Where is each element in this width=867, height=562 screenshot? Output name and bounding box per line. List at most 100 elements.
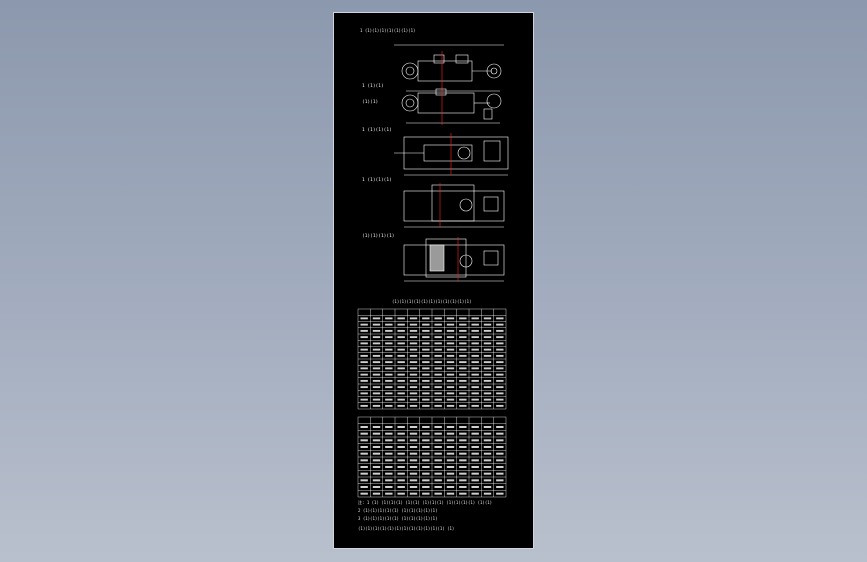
spec-table-2-cell-text <box>397 486 405 488</box>
spec-table-1-cell-text <box>496 348 504 351</box>
spec-table-2-cell-text <box>446 472 455 475</box>
spec-table-1-cell-text <box>483 336 492 339</box>
view-1-cylinder-barrel <box>417 60 473 82</box>
spec-table-1-cell-text <box>459 329 467 332</box>
spec-table-2-cell-text <box>360 426 368 428</box>
spec-table-2-cell-text <box>422 486 430 488</box>
spec-table-1-cell-text <box>372 317 381 320</box>
spec-table-2-cell-text <box>360 492 368 495</box>
spec-table-2-cell-text <box>434 492 442 495</box>
spec-table-2-cell-text <box>483 492 492 495</box>
spec-table-2-cell-text <box>471 492 479 495</box>
spec-table-1-cell-text <box>385 386 393 389</box>
spec-table-2-cell-text <box>459 472 467 475</box>
spec-table-1-cell-text <box>397 329 405 332</box>
spec-table-1-cell-text <box>409 386 418 389</box>
spec-table-1-cell-text <box>483 329 492 332</box>
spec-table-2-cell-text <box>471 452 479 455</box>
spec-table-2-cell-text <box>483 439 492 442</box>
spec-table-1-cell-text <box>434 398 442 401</box>
spec-table-2-cell-text <box>459 492 467 495</box>
spec-table-1-cell-text <box>446 342 455 345</box>
spec-table-1-cell-text <box>372 323 381 326</box>
spec-table-1-cell-text <box>372 398 381 401</box>
spec-table-1-cell-text <box>483 348 492 351</box>
spec-table-2-cell-text <box>483 486 492 488</box>
spec-table-2-cell-text <box>471 472 479 475</box>
view-1-front-eye <box>486 63 502 79</box>
spec-table-1-cell-text <box>422 317 430 320</box>
spec-table-1-cell-text <box>360 392 368 395</box>
spec-table-1-cell-text <box>446 392 455 395</box>
spec-table-1-cell-text <box>496 404 504 407</box>
spec-table-1-cell-text <box>471 367 479 370</box>
spec-table-1-cell-text <box>496 392 504 395</box>
spec-table-2 <box>357 416 507 498</box>
top-title-label: 1 (1)(1)(1)(1)(1)(1)(1) <box>360 28 415 33</box>
spec-table-1-cell-text <box>422 336 430 339</box>
spec-table-1-cell-text <box>434 323 442 326</box>
spec-table-1-cell-text <box>496 336 504 339</box>
spec-table-1-cell-text <box>459 392 467 395</box>
spec-table-2-cell-text <box>360 446 368 448</box>
view-4-end-block <box>483 196 499 212</box>
spec-table-1-cell-text <box>385 361 393 364</box>
spec-table-2-cell-text <box>409 452 418 455</box>
spec-table-2-cell-text <box>446 459 455 462</box>
spec-table-1-cell-text <box>483 342 492 345</box>
spec-table-2-cell-text <box>385 459 393 462</box>
spec-table-1-cell-text <box>446 386 455 389</box>
spec-table-1-cell-text <box>385 342 393 345</box>
spec-table-1-cell-text <box>409 379 418 382</box>
spec-table-1-cell-text <box>372 342 381 345</box>
spec-table-1-cell-text <box>459 336 467 339</box>
spec-table-1-cell-text <box>483 354 492 357</box>
spec-table-1-cell-text <box>434 317 442 320</box>
spec-table-1-cell-text <box>360 361 368 364</box>
spec-table-2-cell-text <box>459 432 467 435</box>
spec-table-2-cell-text <box>496 472 504 475</box>
spec-table-1-cell-text <box>446 348 455 351</box>
spec-table-2-cell-text <box>446 492 455 495</box>
spec-table-2-cell-text <box>483 432 492 435</box>
spec-table-1-cell-text <box>409 392 418 395</box>
spec-table-1-cell-text <box>385 367 393 370</box>
view-5-label: (1)(1)(1)(1) <box>362 233 395 239</box>
view-4-cylinder-barrel <box>431 184 475 222</box>
spec-table-2-cell-text <box>372 432 381 435</box>
spec-table-2-cell-text <box>446 452 455 455</box>
spec-table-2-cell-text <box>496 479 504 482</box>
spec-table-1-cell-text <box>360 342 368 345</box>
spec-table-1-cell-text <box>397 354 405 357</box>
spec-table-2-cell-text <box>409 459 418 462</box>
spec-table-1-cell-text <box>360 373 368 376</box>
spec-table-2-cell-text <box>360 452 368 455</box>
spec-table-2-cell-text <box>422 459 430 462</box>
spec-table-1-cell-text <box>372 367 381 370</box>
spec-table-1-cell-text <box>372 336 381 339</box>
spec-table-1-cell-text <box>496 367 504 370</box>
spec-table-2-cell-text <box>409 472 418 475</box>
view-2-cylinder-barrel <box>417 92 475 114</box>
spec-table-1-cell-text <box>446 336 455 339</box>
spec-table-1-cell-text <box>446 404 455 407</box>
view-1-port-block <box>433 54 445 64</box>
spec-table-2-cell-text <box>483 452 492 455</box>
view-2-label: (1)(1) <box>362 99 378 105</box>
spec-table-1-cell-text <box>372 361 381 364</box>
spec-table-2-cell-text <box>434 459 442 462</box>
spec-table-2-cell-text <box>385 446 393 448</box>
spec-table-2-cell-text <box>385 466 393 468</box>
spec-table-2-cell-text <box>471 426 479 428</box>
spec-table-1-cell-text <box>397 367 405 370</box>
spec-table-1-cell-text <box>397 336 405 339</box>
view-3-end-block <box>483 140 501 162</box>
spec-table-1-cell-text <box>459 323 467 326</box>
spec-table-2-cell-text <box>409 486 418 488</box>
spec-table-1-cell-text <box>434 348 442 351</box>
spec-table-1-cell-text <box>397 386 405 389</box>
view-3-cylinder-barrel <box>423 144 473 162</box>
spec-table-1-cell-text <box>483 379 492 382</box>
spec-table-1-cell-text <box>397 404 405 407</box>
spec-table-1-cell-text <box>459 398 467 401</box>
